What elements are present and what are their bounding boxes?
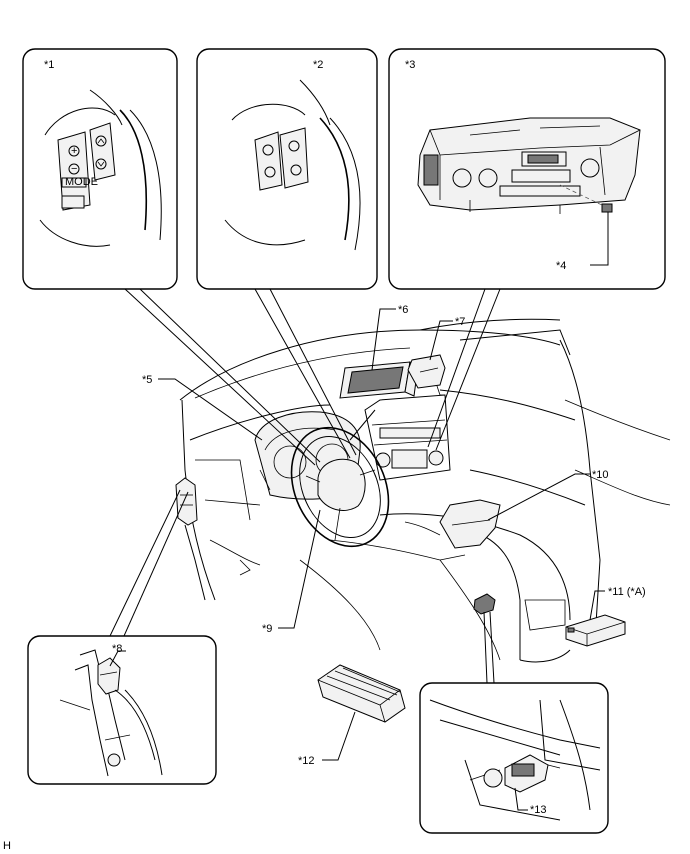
callout-8: *8: [112, 643, 122, 655]
steering-wheel: [290, 409, 390, 548]
component-10: [404, 499, 501, 549]
multi-display: [339, 361, 419, 399]
console-switch: [473, 593, 496, 615]
detail-panel-1: + − MODE *1: [22, 48, 178, 290]
callout-2: *2: [313, 59, 323, 71]
callout-1: *1: [44, 59, 54, 71]
callout-3: *3: [405, 59, 415, 71]
component-8-location: [175, 477, 206, 601]
callout-11: *11 (*A): [608, 586, 646, 598]
callout-7: *7: [455, 316, 465, 328]
callout-4: *4: [556, 260, 566, 272]
callout-9: *9: [262, 623, 272, 635]
component-7: [407, 354, 446, 396]
detail-panel-8: *8: [27, 635, 217, 785]
detail-panel-2: *2: [196, 48, 378, 290]
component-11: [565, 614, 626, 647]
component-12: [317, 664, 406, 723]
svg-text:−: −: [71, 163, 77, 175]
vehicle-interior: [179, 318, 671, 663]
mode-label: MODE: [65, 176, 98, 188]
detail-panel-3: *3 *4: [388, 48, 666, 290]
callout-5: *5: [142, 374, 152, 386]
callout-6: *6: [398, 304, 408, 316]
callout-12: *12: [298, 755, 315, 767]
callout-10: *10: [592, 469, 609, 481]
detail-panel-13: *13: [419, 682, 609, 834]
figure-mark: H: [3, 840, 11, 852]
callout-13: *13: [530, 804, 547, 816]
leader-lines: [109, 288, 605, 811]
svg-text:+: +: [71, 145, 77, 157]
